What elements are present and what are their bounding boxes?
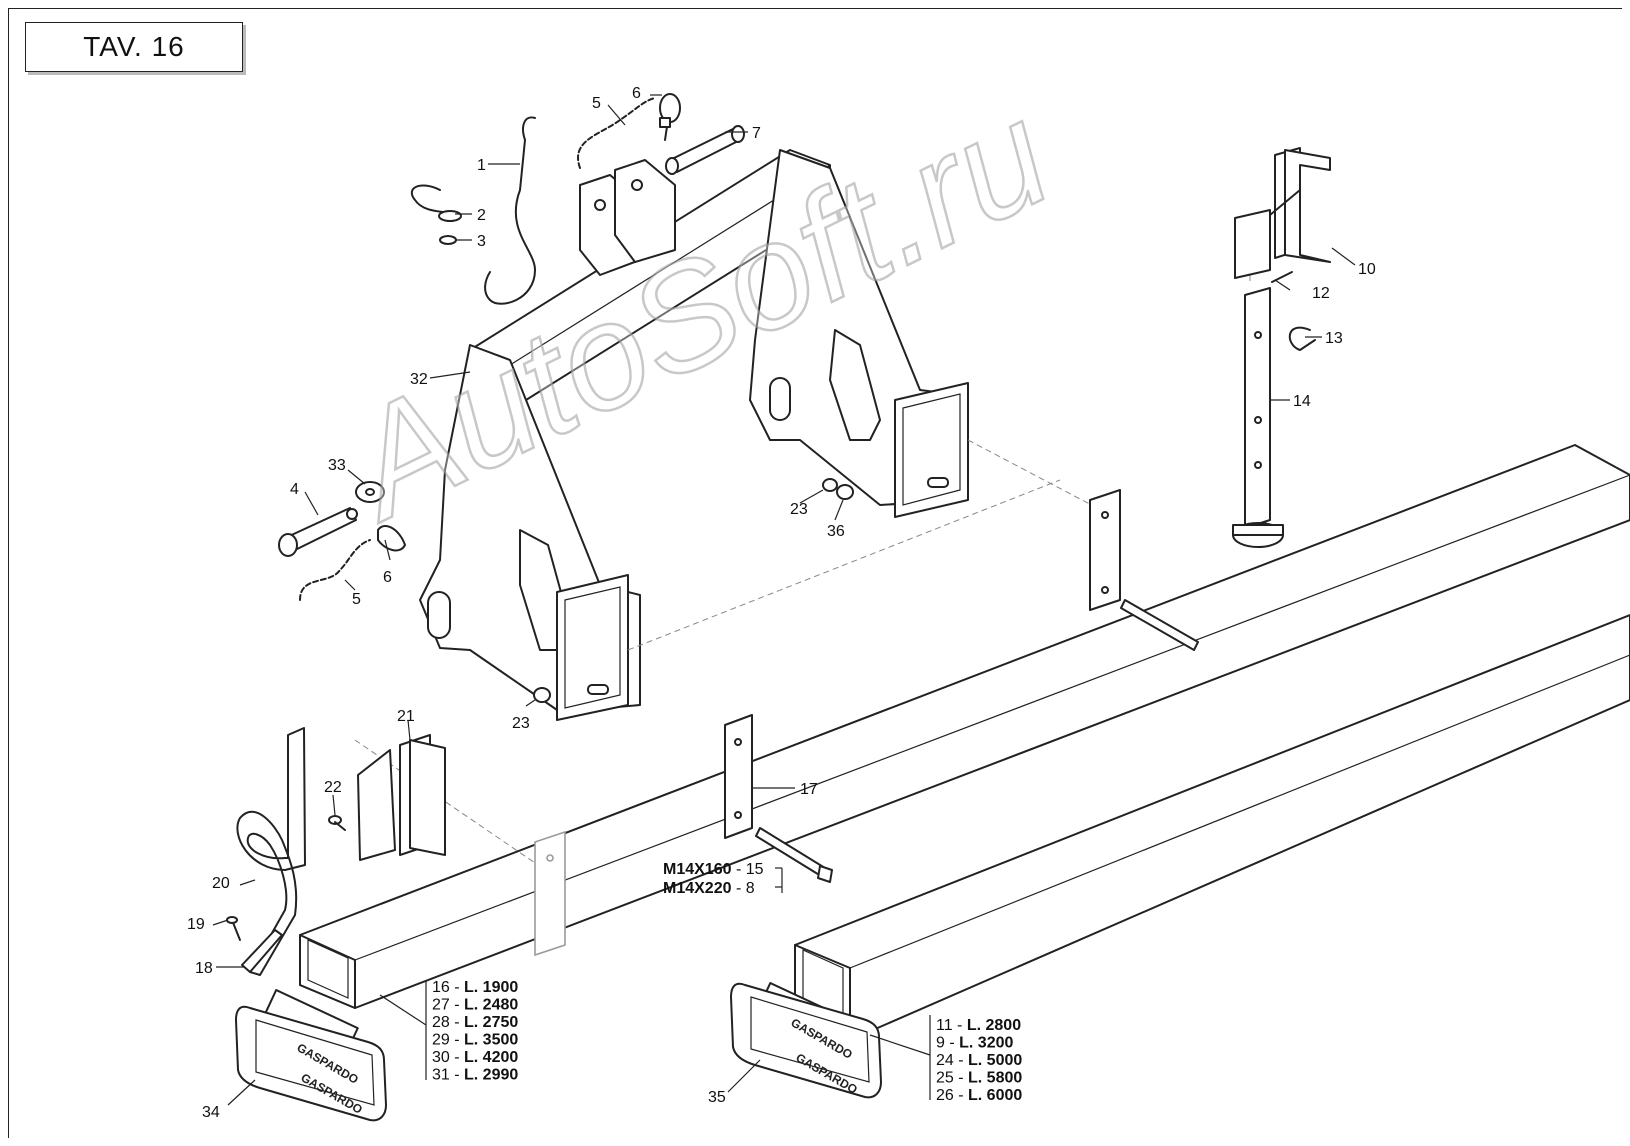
beam-length-left-row: 27 - L. 2480 xyxy=(432,997,518,1014)
bolt-callout-8: M14X220 - 8 xyxy=(663,880,755,897)
beam-length-right-row: 9 - L. 3200 xyxy=(936,1035,1013,1052)
beam-length-right-row: 24 - L. 5000 xyxy=(936,1052,1022,1069)
callout-12: 12 xyxy=(1312,285,1330,302)
beam-length-right-row: 11 - L. 2800 xyxy=(936,1017,1021,1034)
leader-lines xyxy=(212,94,1356,1106)
chain-part-5-left xyxy=(299,539,371,601)
callout-22: 22 xyxy=(324,779,342,796)
ghost-u-clamp xyxy=(534,830,566,957)
point-part-18 xyxy=(241,929,283,973)
callout-32: 32 xyxy=(410,371,428,388)
linch-pin-part-6-top xyxy=(659,93,681,141)
beam-length-left-row: 31 - L. 2990 xyxy=(432,1067,518,1084)
spring-tine-part-20 xyxy=(236,727,306,976)
callout-17: 17 xyxy=(800,781,818,798)
left-square-beam xyxy=(299,444,1630,1009)
callout-5-left: 5 xyxy=(352,591,361,608)
rear-u-clamp xyxy=(1089,489,1199,651)
callout-3: 3 xyxy=(477,233,486,250)
callout-6-left: 6 xyxy=(383,569,392,586)
bolt-callout-15: M14X160 - 15 xyxy=(663,861,764,878)
drawing-frame xyxy=(8,8,1622,1138)
callout-labels: 1 2 3 5 6 7 32 33 4 6 5 23 36 23 10 12 1… xyxy=(187,85,1376,1121)
callout-14: 14 xyxy=(1293,393,1311,410)
callout-34: 34 xyxy=(202,1104,220,1121)
callout-20: 20 xyxy=(212,875,230,892)
washer-part-36 xyxy=(836,484,854,500)
callout-36: 36 xyxy=(827,523,845,540)
beam-length-right-row: 26 - L. 6000 xyxy=(936,1087,1022,1104)
callout-13: 13 xyxy=(1325,330,1343,347)
callout-7: 7 xyxy=(752,125,761,142)
three-point-headstock xyxy=(419,149,969,721)
callout-23-left: 23 xyxy=(512,715,530,732)
end-plate-part-35: GASPARDO GASPARDO xyxy=(730,982,882,1099)
washer-part-3 xyxy=(439,235,457,245)
bolt-callouts: M14X160 - 15 M14X220 - 8 xyxy=(663,861,764,897)
beam-length-right-row: 25 - L. 5800 xyxy=(936,1070,1022,1087)
bolt-part-22 xyxy=(328,815,346,831)
callout-10: 10 xyxy=(1358,261,1376,278)
beam-length-left-row: 28 - L. 2750 xyxy=(432,1014,518,1031)
callout-1: 1 xyxy=(477,157,486,174)
callout-23-right: 23 xyxy=(790,501,808,518)
callout-21: 21 xyxy=(397,708,415,725)
linch-pin-part-6-left xyxy=(377,525,406,552)
callout-35: 35 xyxy=(708,1089,726,1106)
stand-bracket-part-10 xyxy=(1234,147,1331,279)
callout-6-top: 6 xyxy=(632,85,641,102)
stand-leg-part-14 xyxy=(1232,287,1284,548)
pin-part-7 xyxy=(665,125,745,175)
callout-19: 19 xyxy=(187,916,205,933)
end-plate-part-34: GASPARDO GASPARDO xyxy=(235,989,387,1122)
nut-part-23 xyxy=(533,478,838,703)
pin-part-19 xyxy=(226,916,241,941)
callout-5-top: 5 xyxy=(592,95,601,112)
callout-33: 33 xyxy=(328,457,346,474)
callout-2: 2 xyxy=(477,207,486,224)
callout-4: 4 xyxy=(290,481,299,498)
washer-part-33 xyxy=(355,481,385,503)
bracket-part-21 xyxy=(357,734,446,861)
ring-part-2 xyxy=(410,184,462,222)
clip-part-13 xyxy=(1288,326,1316,351)
beam-length-left-row: 30 - L. 4200 xyxy=(432,1049,518,1066)
beam-length-left-row: 16 - L. 1900 xyxy=(432,979,518,996)
part-17-clamp-bolt xyxy=(724,714,833,883)
callout-18: 18 xyxy=(195,960,213,977)
chain-part-5-top xyxy=(577,97,656,169)
pin-part-4 xyxy=(278,507,358,557)
table-title: TAV. 16 xyxy=(25,22,243,72)
hook-part-1 xyxy=(484,116,536,305)
beam-length-left-row: 29 - L. 3500 xyxy=(432,1032,518,1049)
